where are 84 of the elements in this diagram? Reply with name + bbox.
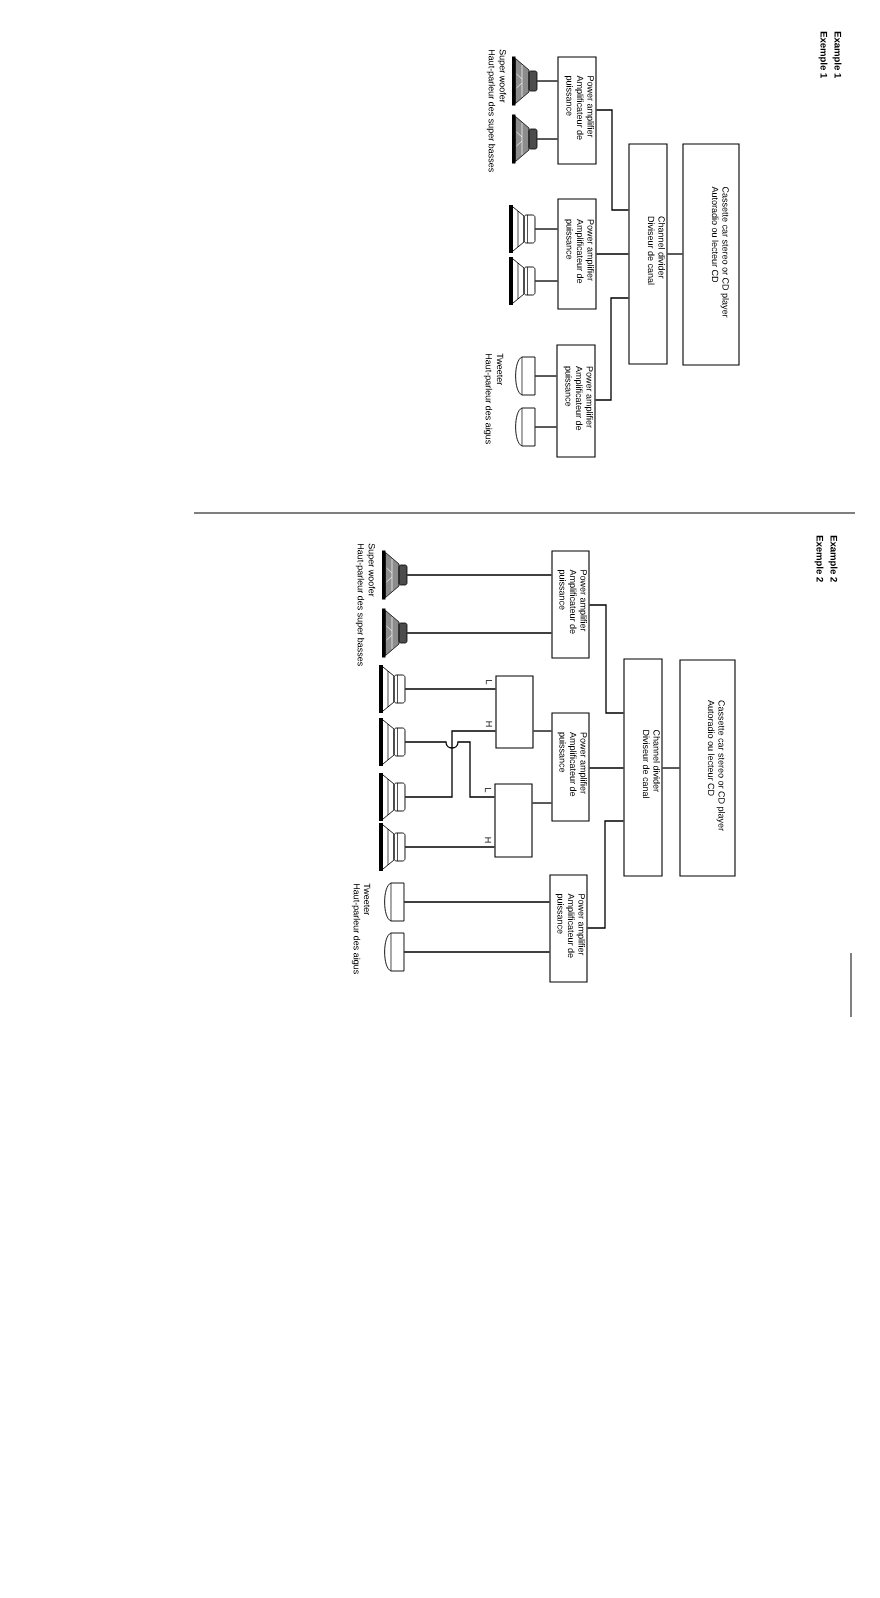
wire [406, 632, 553, 634]
subtitle-text: Diviseur de canal [642, 730, 650, 798]
subwoofer-icon [512, 56, 538, 106]
subwoofer-icon [382, 608, 408, 658]
wire [586, 820, 625, 929]
wire [532, 730, 553, 732]
title-text: Power amplifier [576, 894, 585, 956]
wire [534, 426, 558, 428]
amplifier-box [557, 198, 597, 310]
wire [404, 846, 496, 848]
subtitle-text: Amplificateur de puissance [563, 366, 583, 431]
subtitle-text: Autoradio ou lecteur CD [711, 186, 719, 283]
subtitle-text: Amplificateur de puissance [555, 893, 575, 958]
speaker-caption: Haut-parleur des aigus [351, 883, 361, 974]
speaker-caption: Haut-parleur des super basses [486, 49, 496, 172]
wire [595, 253, 630, 255]
tweeter-icon [515, 407, 536, 447]
speaker-caption: Tweeter [496, 353, 504, 386]
wire [534, 228, 559, 230]
subtitle-text: Amplificateur de puissance [564, 219, 584, 284]
subtitle-text: Diviseur de canal [647, 216, 655, 285]
amplifier-box [549, 874, 588, 983]
player-box [682, 143, 740, 366]
speaker-caption: Super woofer [366, 543, 376, 597]
woofer-icon [509, 205, 536, 253]
title-text: Cassette car stereo or CD player [720, 186, 729, 318]
amplifier-box [551, 550, 590, 659]
player-box [679, 659, 736, 877]
title-text: Channel divider [658, 216, 665, 279]
wire [403, 951, 551, 953]
wire [588, 767, 625, 769]
amplifier-box [556, 344, 596, 458]
component-box [494, 783, 533, 858]
wire [404, 730, 497, 798]
subtitle-text: Amplificateur de puissance [557, 732, 577, 797]
title-text: Channel divider [653, 729, 660, 792]
title-text: Power amplifier [585, 219, 594, 281]
subtitle-text: Amplificateur de puissance [564, 75, 584, 140]
tweeter-icon [515, 356, 536, 396]
title-text: Power amplifier [585, 76, 594, 138]
component-box [495, 675, 534, 749]
woofer-icon [379, 718, 406, 766]
wire [536, 138, 559, 140]
title-text: Power amplifier [578, 570, 587, 632]
subtitle-text: Autoradio ou lecteur CD [707, 700, 715, 796]
subwoofer-icon [382, 550, 408, 600]
wire [404, 741, 496, 798]
speaker-caption: Tweeter [363, 883, 371, 916]
wire [531, 802, 553, 804]
title-text: Cassette car stereo or CD player [716, 700, 725, 831]
edge-label: L [484, 786, 492, 794]
subwoofer-icon [512, 114, 538, 164]
wire [595, 109, 630, 211]
woofer-icon [509, 257, 536, 305]
tweeter-icon [384, 882, 405, 922]
edge-label: H [484, 836, 492, 844]
example-heading: Exemple 1 [818, 31, 828, 78]
speaker-caption: Haut-parleur des super basses [355, 543, 365, 666]
speaker-caption: Super woofer [497, 49, 507, 103]
woofer-icon [379, 773, 406, 821]
example-heading: Exemple 2 [814, 535, 824, 582]
edge-label: H [485, 720, 493, 728]
wire [406, 574, 553, 576]
example-heading: Example 1 [832, 31, 842, 78]
wire [588, 604, 625, 714]
woofer-icon [379, 823, 406, 871]
title-text: Power amplifier [584, 366, 593, 428]
speaker-caption: Haut-parleur des aigus [483, 353, 493, 444]
wire [661, 767, 681, 769]
wire [534, 280, 559, 282]
wire [666, 253, 684, 255]
woofer-icon [379, 665, 406, 713]
title-text: Power amplifier [578, 732, 587, 794]
wire [536, 80, 559, 82]
edge-label: L [485, 678, 493, 686]
wire [403, 901, 551, 903]
wire [594, 297, 630, 401]
amplifier-box [557, 56, 597, 165]
wire [534, 375, 558, 377]
amplifier-box [551, 712, 590, 822]
subtitle-text: Amplificateur de puissance [557, 569, 577, 634]
example-heading: Example 2 [828, 535, 838, 582]
wire [404, 688, 497, 690]
tweeter-icon [384, 932, 405, 972]
